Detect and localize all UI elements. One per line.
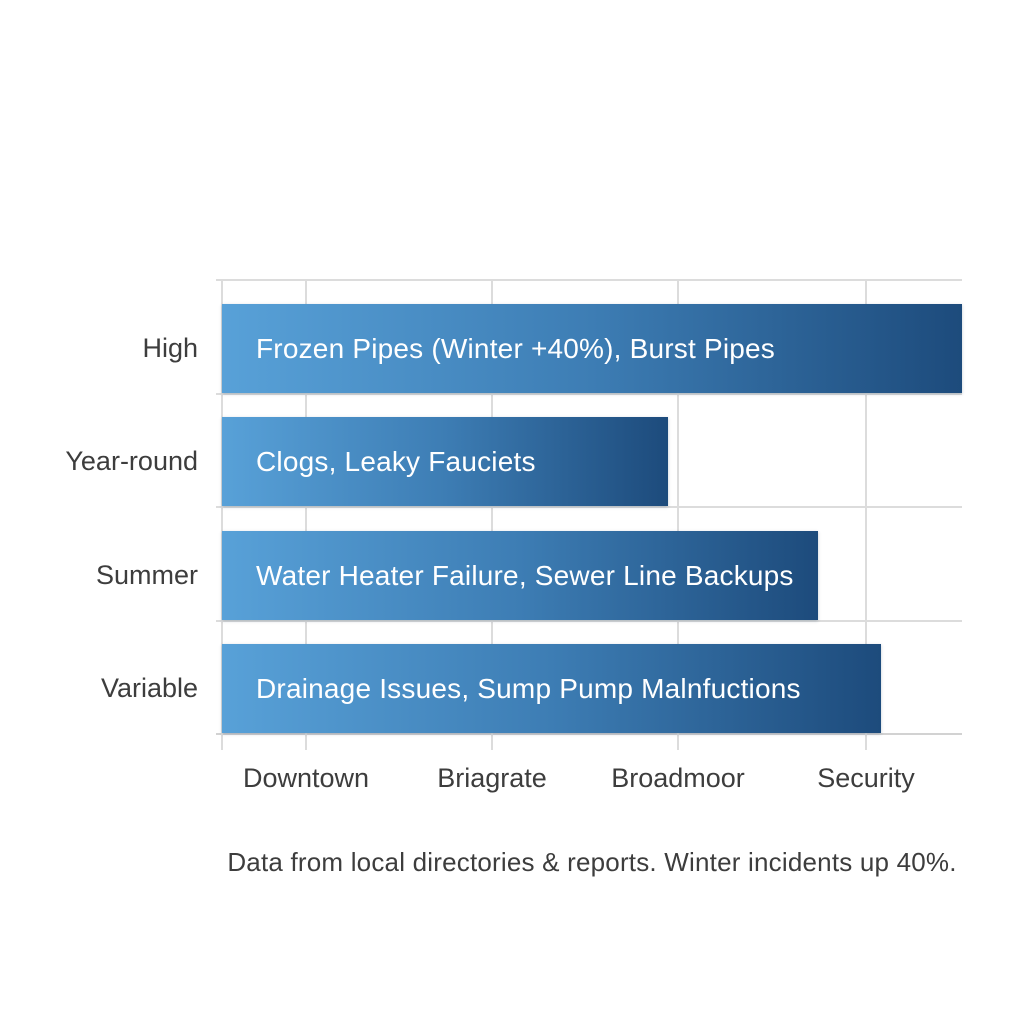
y-tick-label-high: High xyxy=(142,333,198,363)
bar-value-label: Water Heater Failure, Sewer Line Backups xyxy=(256,559,794,591)
vertical-gridline xyxy=(491,280,493,750)
vertical-gridline xyxy=(305,280,307,750)
bar-high: Frozen Pipes (Winter +40%), Burst Pipes xyxy=(222,304,962,393)
chart-caption: Data from local directories & reports. W… xyxy=(227,847,957,877)
horizontal-gridline xyxy=(216,620,962,622)
y-tick-label-variable: Variable xyxy=(100,673,198,703)
y-axis-line xyxy=(221,280,223,750)
bar-value-label: Drainage Issues, Sump Pump Malnfuctions xyxy=(256,672,801,704)
x-axis-line xyxy=(216,733,962,735)
bar-value-label: Clogs, Leaky Fauciets xyxy=(256,445,536,477)
x-tick-label-briagrate: Briagrate xyxy=(437,763,547,793)
x-tick-label-downtown: Downtown xyxy=(242,763,370,793)
x-tick-label-security: Security xyxy=(817,763,915,793)
horizontal-gridline xyxy=(216,393,962,395)
bar-year-round: Clogs, Leaky Fauciets xyxy=(222,417,668,506)
y-tick-label-summer: Summer xyxy=(95,560,198,590)
horizontal-gridline xyxy=(216,279,962,281)
vertical-gridline xyxy=(677,280,679,750)
y-tick-label-year-round: Year-round xyxy=(65,446,198,476)
horizontal-gridline xyxy=(216,506,962,508)
bar-value-label: Frozen Pipes (Winter +40%), Burst Pipes xyxy=(256,332,775,364)
bar-summer: Water Heater Failure, Sewer Line Backups xyxy=(222,531,818,620)
vertical-gridline xyxy=(865,280,867,750)
bar-variable: Drainage Issues, Sump Pump Malnfuctions xyxy=(222,644,881,733)
x-tick-label-broadmoor: Broadmoor xyxy=(611,763,745,793)
